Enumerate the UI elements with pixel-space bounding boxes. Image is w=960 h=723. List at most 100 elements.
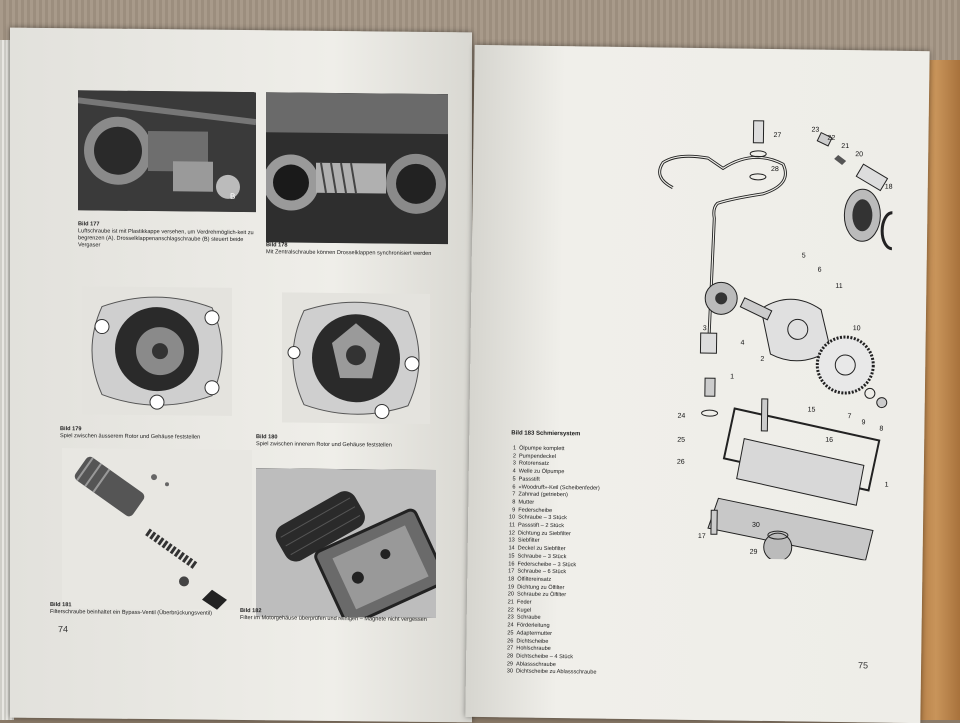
part-name: Förderleitung: [516, 622, 550, 630]
callout-30: 30: [752, 522, 760, 529]
caption-label: Bild 179: [60, 426, 82, 433]
photo-bild-182: [256, 468, 436, 619]
part-name: Passstift: [518, 476, 540, 483]
part-number: 1: [512, 445, 517, 452]
caption-text: Luftschraube ist mit Plastikkappe verseh…: [78, 228, 254, 249]
left-page: B Bild 177 Luftschraube ist mit Plastikk…: [10, 27, 472, 723]
caption-text: Filterschraube beinhaltet ein Bypass-Ven…: [50, 608, 212, 617]
callout-11: 11: [835, 283, 842, 290]
callout-17: 17: [698, 533, 706, 540]
part-number: 5: [512, 476, 516, 483]
callout-27: 27: [773, 132, 781, 139]
part-number: 17: [508, 568, 515, 575]
part-name: Ölfiltereinsatz: [517, 576, 552, 583]
inner-rotor-photo: [282, 292, 430, 424]
callout-3: 3: [703, 325, 707, 332]
callout-28: 28: [771, 166, 779, 173]
part-number: 13: [508, 537, 515, 544]
part-number: 16: [508, 560, 515, 568]
part-number: 25: [507, 630, 514, 637]
part-number: 15: [508, 553, 515, 560]
part-number: 10: [508, 514, 516, 521]
caption-bild-181: Bild 181 Filterschraube beinhaltet ein B…: [50, 602, 250, 618]
part-name: Dichtscheibe: [516, 638, 549, 645]
part-name: Schraube zu Ölfilter: [516, 591, 567, 599]
adapter-nut-shape: [699, 332, 718, 354]
photo-bild-180: [282, 292, 430, 424]
part-number: 14: [508, 545, 515, 552]
caption-label: Bild 180: [256, 434, 278, 441]
callout-7: 7: [848, 413, 852, 420]
callout-8: 8: [879, 426, 883, 433]
part-number: 27: [507, 645, 514, 652]
callout-4: 4: [741, 340, 745, 347]
callout-14: 14: [888, 526, 894, 533]
part-name: Siebfilter: [517, 537, 540, 545]
part-name: Dichtung zu Siebfilter: [517, 530, 571, 537]
part-number: 12: [508, 530, 515, 537]
caption-bild-182: Bild 182 Filter im Motorgehäuse überprüf…: [240, 608, 440, 624]
caption-text: Filter im Motorgehäuse überprüfen und re…: [240, 614, 427, 623]
driven-gear-shape: [815, 335, 875, 395]
caption-text: Mit Zentralschraube können Drosselklappe…: [266, 249, 432, 257]
callout-29: 29: [750, 549, 758, 556]
caption-text: Spiel zwischen innerem Rotor und Gehäuse…: [256, 441, 392, 449]
part-number: 26: [507, 637, 514, 645]
callout-26: 26: [677, 459, 685, 466]
caption-label: Bild 178: [266, 242, 288, 249]
callout-13: 13: [888, 504, 894, 511]
part-number: 19: [507, 584, 515, 591]
part-name: Feder: [516, 599, 532, 606]
part-number: 3: [512, 460, 516, 467]
part-name: Federscheibe – 3 Stück: [517, 561, 577, 568]
oil-pump-shape: [704, 281, 832, 362]
part-number: 11: [509, 522, 516, 529]
part-number: 22: [507, 607, 514, 614]
page-number-right: 75: [858, 660, 869, 671]
part-number: 8: [512, 499, 516, 506]
callout-24: 24: [677, 413, 685, 420]
part-number: 18: [507, 576, 515, 583]
part-name: Welle zu Ölpumpe: [518, 468, 565, 476]
part-name: Schraube: [516, 614, 541, 622]
caption-label: Bild 182: [240, 607, 262, 615]
caption-bild-177: Bild 177 Luftschraube ist mit Plastikkap…: [78, 221, 258, 251]
part-number: 2: [512, 453, 517, 460]
page-number-left: 74: [58, 624, 69, 635]
callout-12: 12: [885, 482, 893, 489]
strainer-shape: [736, 438, 865, 506]
part-name: Federscheibe: [518, 507, 553, 514]
callout-1: 1: [730, 373, 734, 380]
part-name: Adaptermutter: [516, 630, 552, 637]
callout-9: 9: [861, 419, 865, 426]
outer-rotor-photo: [82, 286, 232, 416]
bypass-valve-photo: [62, 448, 252, 611]
part-name: Dichtscheibe – 4 Stück: [516, 653, 574, 661]
part-name: Rotorensatz: [518, 460, 550, 468]
part-number: 20: [507, 591, 515, 598]
callout-21: 21: [841, 143, 849, 150]
part-name: Dichtung zu Ölfilter: [517, 584, 565, 591]
part-name: Hohlschraube: [516, 645, 551, 653]
carburetor-photo: [78, 90, 256, 213]
part-name: Kugel: [516, 607, 532, 614]
figure-title-bild-183: Bild 183 Schmiersystem: [511, 430, 581, 438]
callout-16: 16: [825, 437, 833, 444]
part-number: 6: [512, 483, 516, 490]
photo-bild-181: [62, 448, 252, 611]
throttle-linkage-photo: [266, 92, 448, 245]
part-name: «Woodruff»-Keil (Scheibenfeder): [518, 484, 600, 492]
oil-filter-screen-photo: [256, 468, 436, 619]
photo-bild-178: [266, 92, 448, 245]
callout-22: 22: [827, 135, 835, 142]
callout-15: 15: [808, 407, 816, 414]
part-name: Mutter: [518, 499, 535, 506]
callout-2: 2: [760, 356, 764, 363]
part-name: Ölpumpe komplett: [519, 445, 565, 453]
caption-label: Bild 177: [78, 221, 100, 228]
part-number: 30: [506, 668, 514, 675]
part-number: 28: [506, 653, 514, 660]
part-number: 4: [512, 468, 516, 475]
part-name: Zahnrad (getrieben): [518, 491, 568, 499]
